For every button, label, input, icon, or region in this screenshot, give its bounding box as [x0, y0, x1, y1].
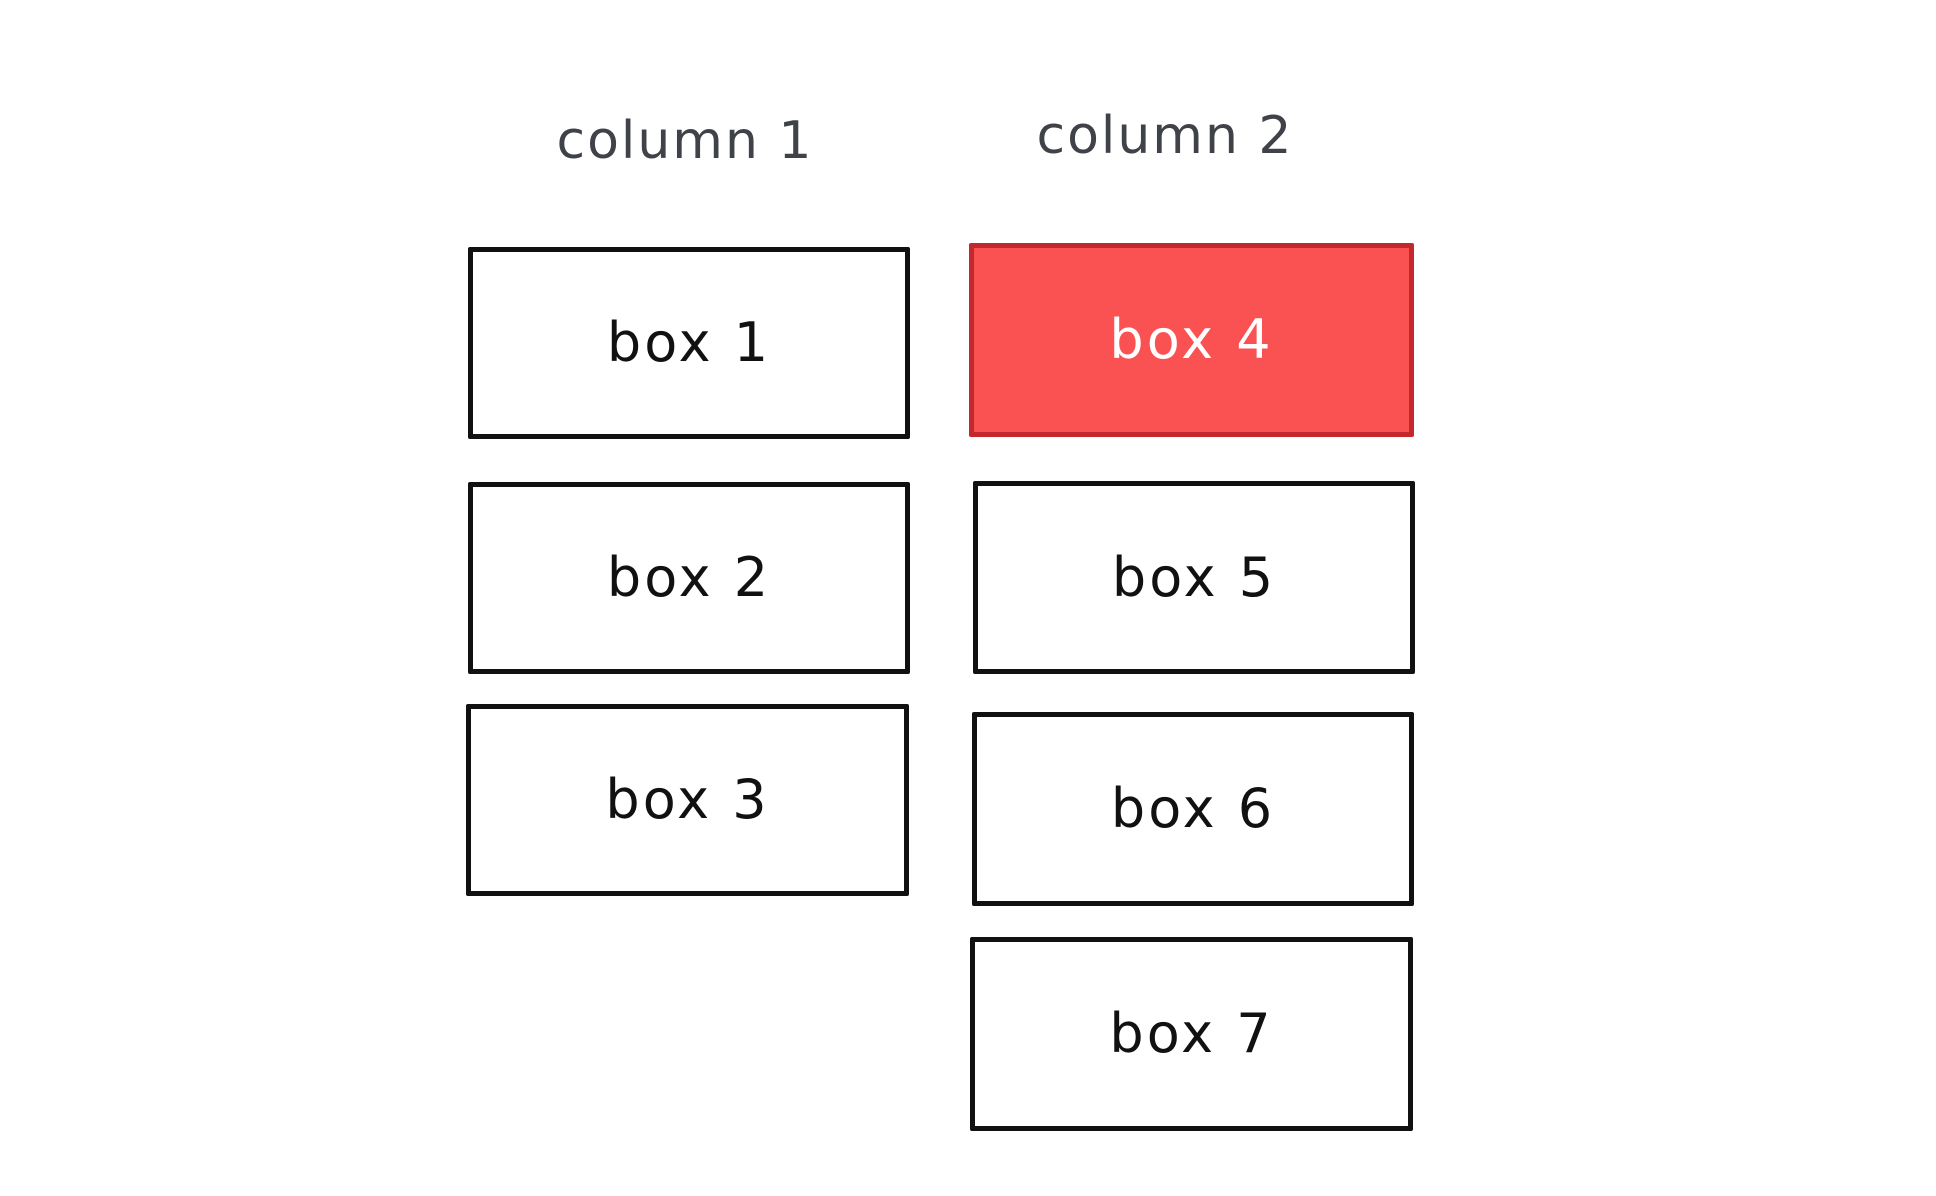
box-1[interactable]: box 1 [468, 247, 910, 439]
box-2-label: box 2 [606, 546, 772, 609]
box-6[interactable]: box 6 [972, 712, 1414, 906]
box-4-label: box 4 [1109, 308, 1274, 371]
box-6-label: box 6 [1110, 777, 1276, 840]
box-5-label: box 5 [1111, 545, 1277, 609]
column-1-title: column 1 [556, 111, 814, 171]
box-7-label: box 7 [1109, 1002, 1274, 1065]
box-1-label: box 1 [606, 311, 772, 374]
box-2[interactable]: box 2 [468, 482, 910, 674]
box-5[interactable]: box 5 [973, 481, 1415, 674]
box-3-label: box 3 [605, 768, 770, 831]
box-3[interactable]: box 3 [466, 704, 909, 896]
box-7[interactable]: box 7 [970, 937, 1413, 1131]
box-4[interactable]: box 4 [969, 243, 1414, 437]
column-2-title: column 2 [1036, 106, 1294, 166]
